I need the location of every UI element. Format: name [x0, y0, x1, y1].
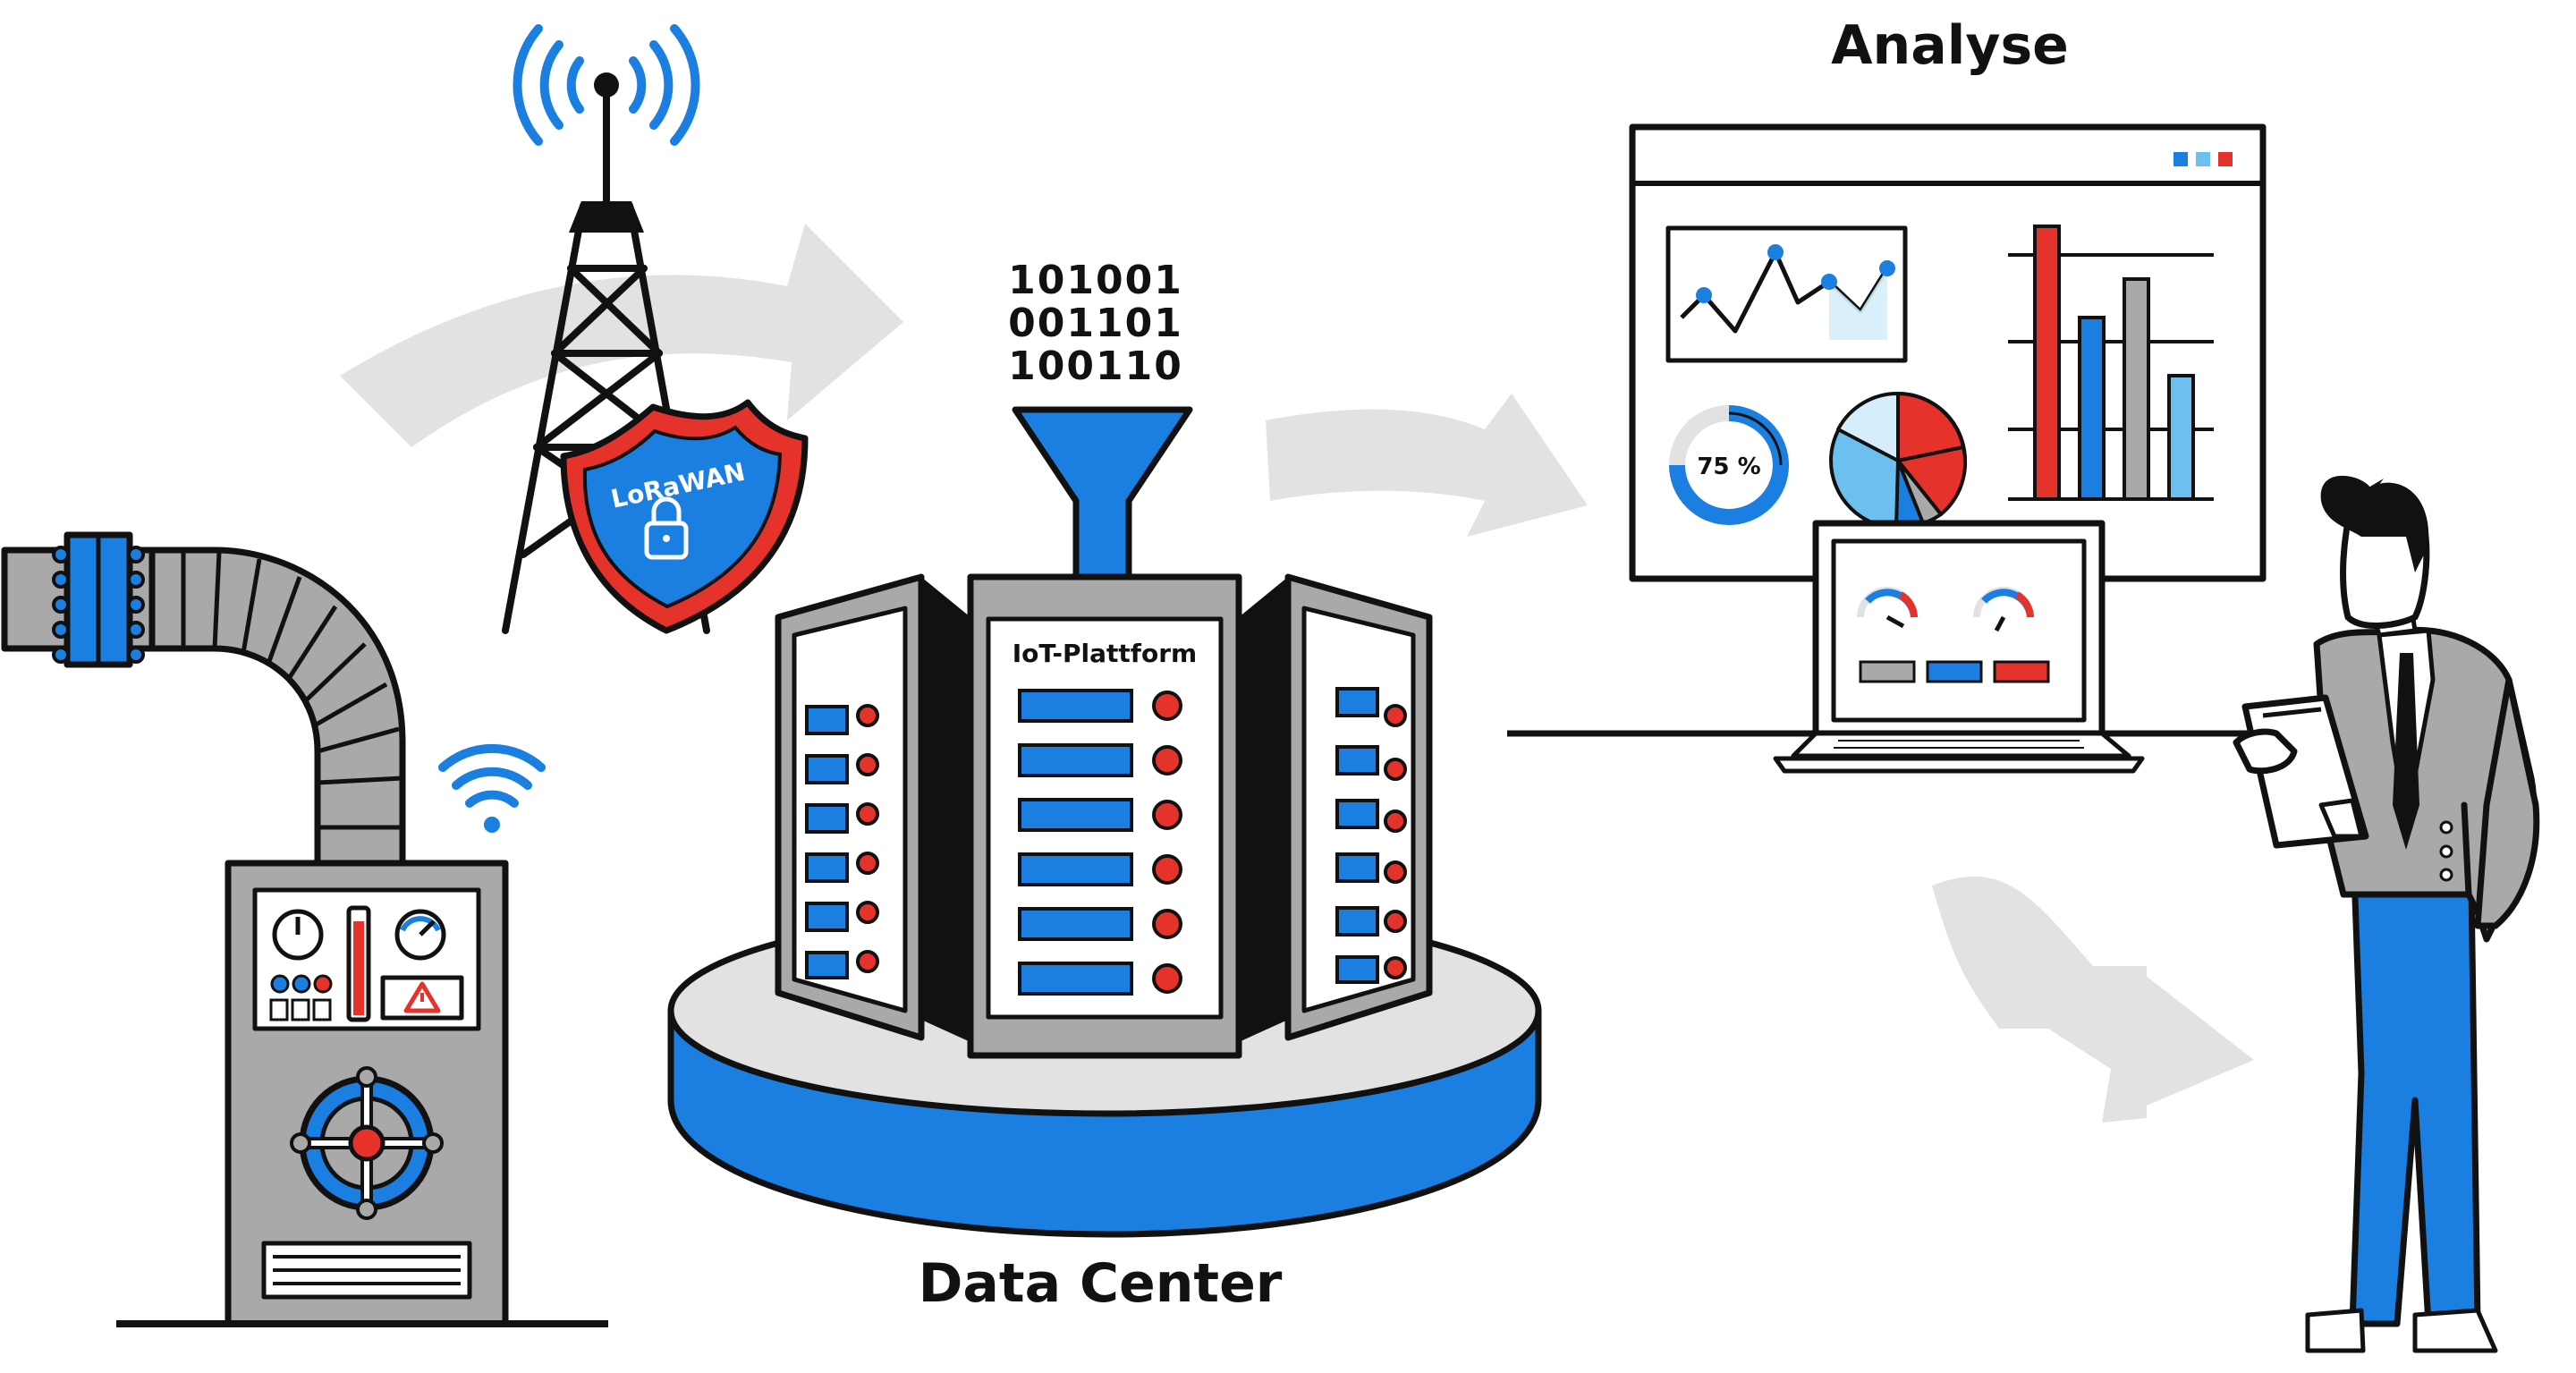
data-center-title: Data Center [918, 1252, 1283, 1315]
warning-icon [403, 981, 441, 1013]
wifi-signal-icon [513, 24, 700, 146]
binary-line: 100110 [1008, 343, 1183, 389]
pipeline-icon [1, 531, 406, 876]
person-icon [2305, 475, 2540, 1353]
valve-wheel-icon [290, 1066, 444, 1220]
shield-lock-icon: LoRaWAN [560, 399, 809, 634]
flow-arrow-icon [1266, 394, 1588, 537]
funnel-icon [1012, 406, 1193, 585]
wifi-signal-icon [438, 743, 546, 833]
binary-line: 001101 [1008, 301, 1183, 346]
server-rack-icon [775, 573, 970, 1042]
control-cabinet-icon [116, 860, 608, 1327]
platform-label: IoT-Plattform [1013, 639, 1197, 668]
dashboard-monitor-icon: 75 % [1629, 123, 2267, 582]
flow-arrow-icon [1932, 877, 2254, 1123]
clipboard-icon [2233, 694, 2369, 849]
laptop-icon [1773, 520, 2145, 774]
binary-data-stream: 101001 001101 100110 [997, 259, 1194, 388]
server-rack-icon: IoT-Plattform [967, 573, 1242, 1059]
donut-value: 75 % [1697, 453, 1760, 480]
binary-line: 101001 [1008, 258, 1183, 303]
analyse-title: Analyse [1831, 14, 2069, 77]
flow-arrow-icon [340, 224, 903, 447]
server-rack-icon [1239, 573, 1433, 1042]
